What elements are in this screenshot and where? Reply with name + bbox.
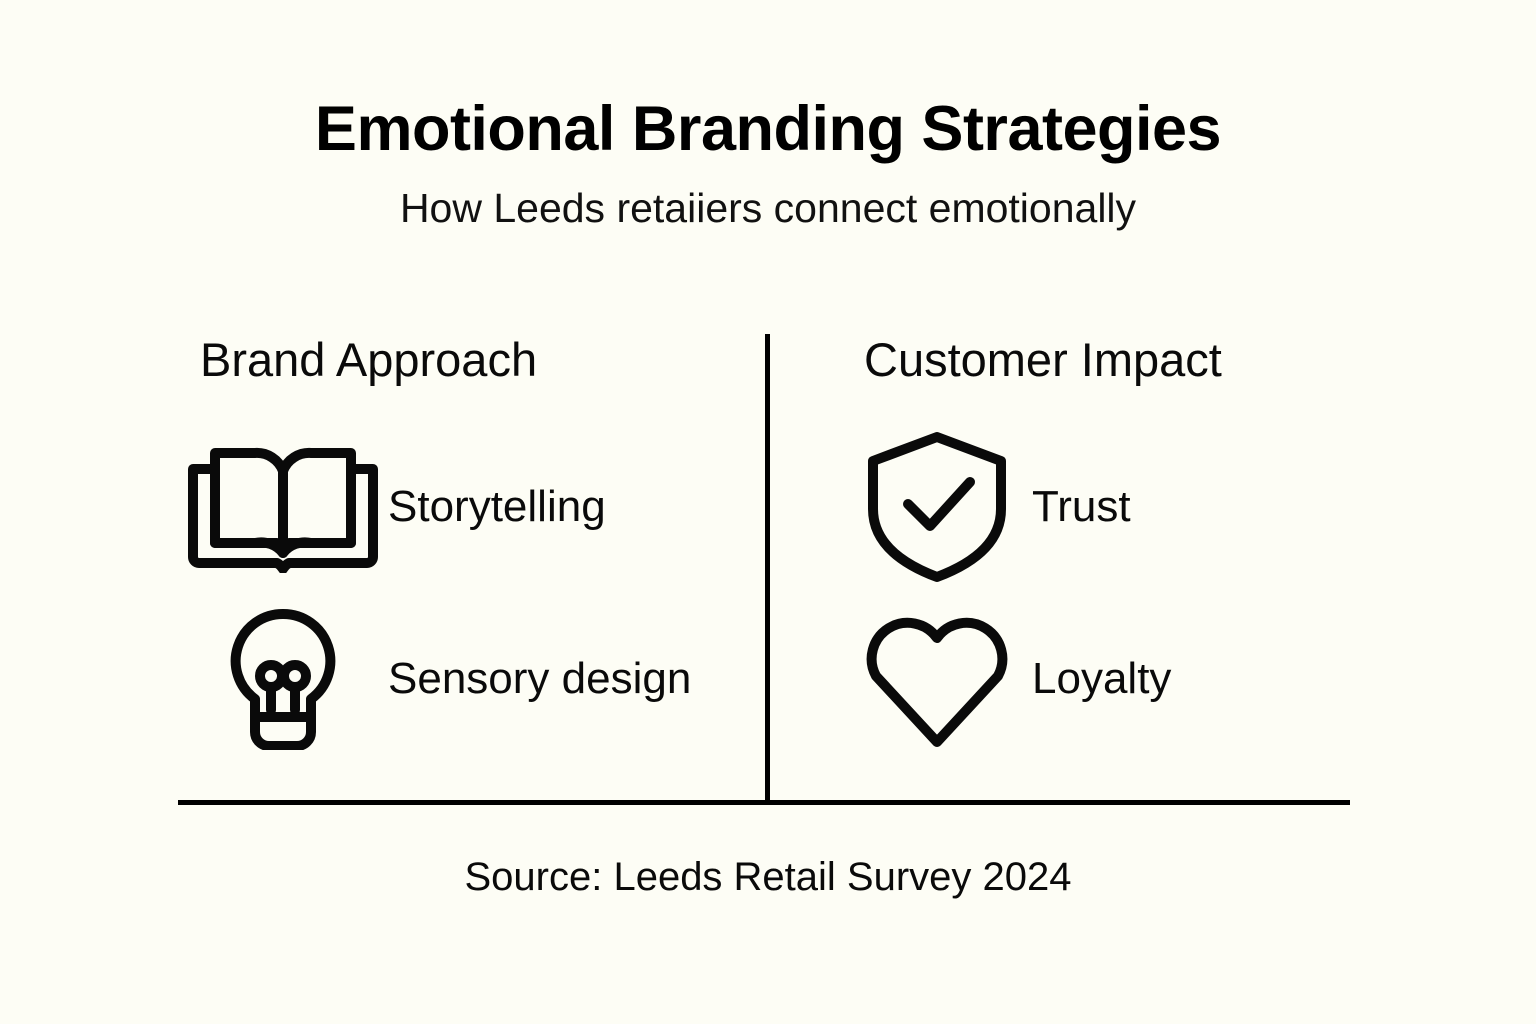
lightbulb-icon <box>178 604 388 754</box>
list-item-storytelling: Storytelling <box>178 432 734 582</box>
heart-icon <box>842 604 1032 754</box>
column-heading-customer-impact: Customer Impact <box>864 333 1222 386</box>
shield-check-icon <box>842 431 1032 582</box>
page-subtitle: How Leeds retaiiers connect emotionally <box>399 185 1137 232</box>
list-item-label: Storytelling <box>388 481 606 531</box>
columns-container: Brand Approach Storytelling <box>178 334 1350 804</box>
list-item-trust: Trust <box>842 431 1350 582</box>
column-brand-approach: Brand Approach Storytelling <box>178 334 764 804</box>
column-heading-brand-approach: Brand Approach <box>200 333 538 386</box>
list-item-loyalty: Loyalty <box>842 604 1350 754</box>
list-item-label: Trust <box>1032 481 1131 531</box>
bottom-divider <box>178 800 1350 805</box>
column-divider <box>765 334 770 804</box>
list-item-label: Sensory design <box>388 653 692 703</box>
header: Emotional Branding Strategies How Leeds … <box>0 96 1536 231</box>
column-customer-impact: Customer Impact Trust Loyalty <box>764 334 1350 804</box>
open-book-icon <box>178 432 388 582</box>
list-item-sensory-design: Sensory design <box>178 604 734 754</box>
source-note: Source: Leeds Retail Survey 2024 <box>464 855 1072 899</box>
list-item-label: Loyalty <box>1032 653 1172 703</box>
page-title: Emotional Branding Strategies <box>314 94 1222 164</box>
